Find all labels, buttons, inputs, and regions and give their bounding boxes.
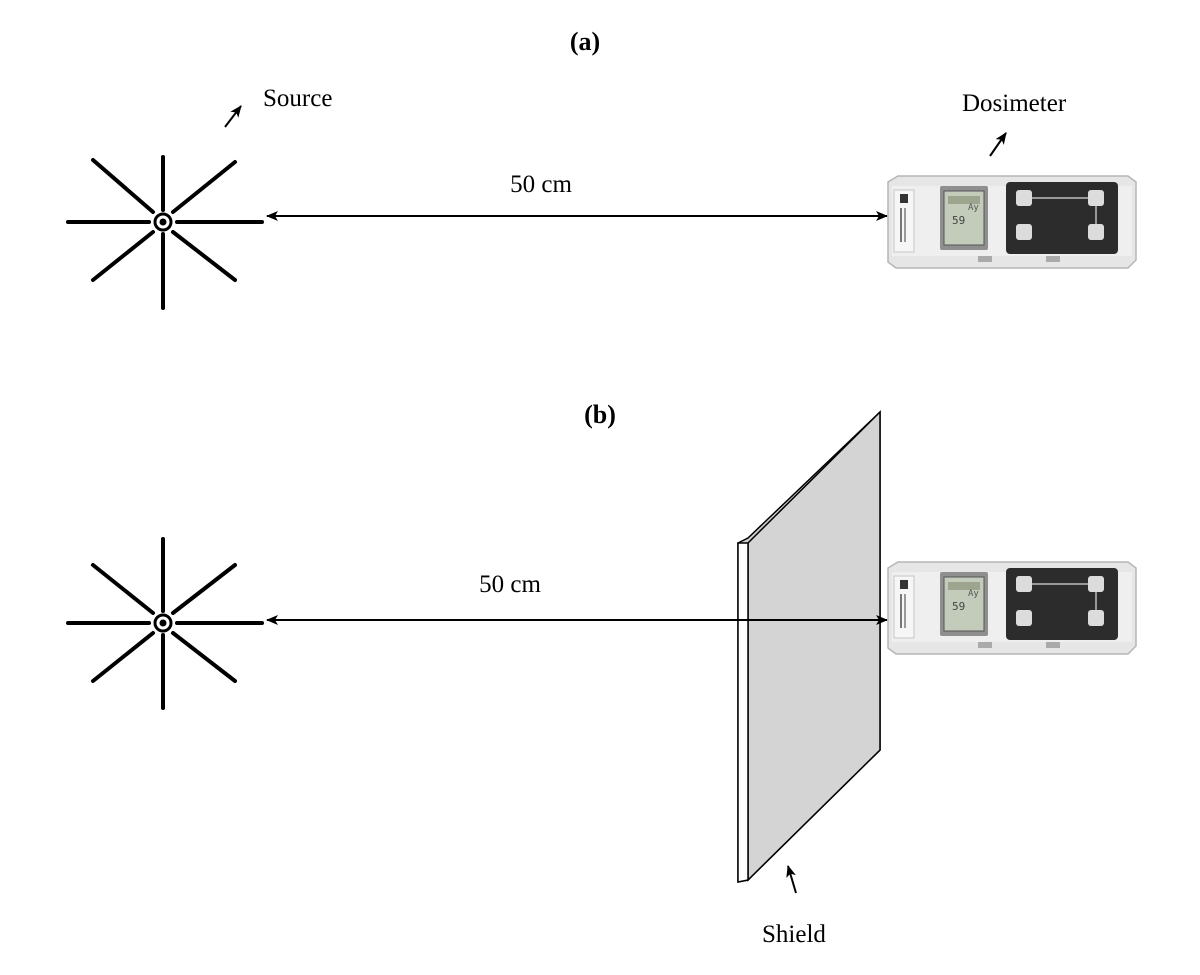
source-pointer-arrow <box>224 105 242 128</box>
dosimeter-device-icon <box>887 561 1137 655</box>
source-label: Source <box>263 85 332 112</box>
shield-pointer-arrow <box>786 865 797 894</box>
radiation-source-star-icon <box>66 155 264 310</box>
panel-a: (a) Source 50 cm Dosimeter <box>66 27 1137 310</box>
panel-b: (b) 50 cm Shie <box>66 400 1137 948</box>
panel-b-label: (b) <box>584 400 616 429</box>
shield-label: Shield <box>762 921 826 948</box>
distance-label-a: 50 cm <box>510 171 572 198</box>
dosimeter-label: Dosimeter <box>962 90 1067 117</box>
dosimeter-device-icon <box>887 175 1137 269</box>
panel-a-label: (a) <box>570 27 600 56</box>
distance-label-b: 50 cm <box>479 571 541 598</box>
dosimeter-pointer-arrow <box>989 132 1007 157</box>
shield-panel <box>737 410 881 883</box>
radiation-source-star-icon <box>66 537 264 710</box>
